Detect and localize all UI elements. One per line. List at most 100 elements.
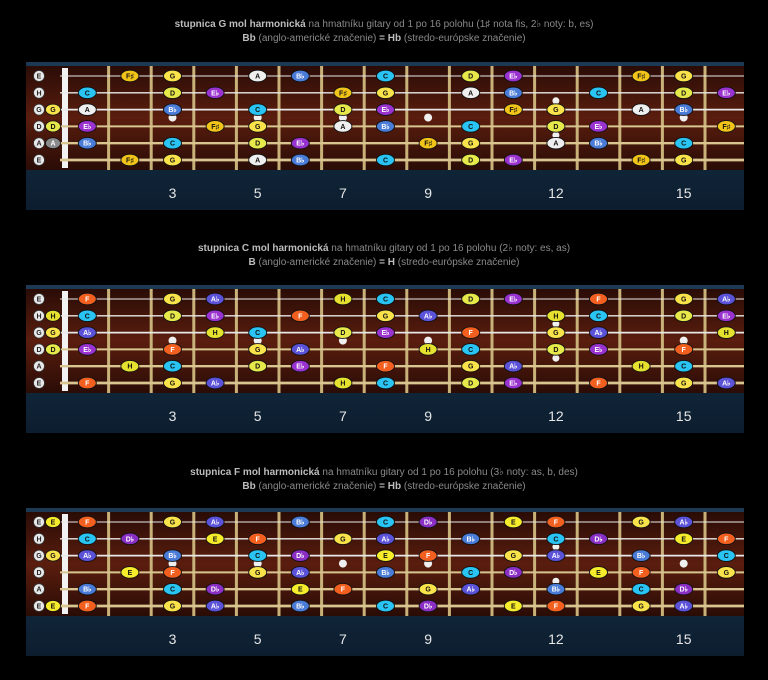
fret-wire bbox=[192, 289, 196, 393]
note-marker bbox=[716, 566, 736, 579]
notation-equals: = bbox=[379, 481, 385, 492]
notation-text-b: (stredo-európske značenie) bbox=[401, 481, 526, 492]
notation-text-a: (anglo-americké značenie) bbox=[255, 481, 380, 492]
note-label: F bbox=[170, 570, 175, 577]
note-label: A♭ bbox=[424, 312, 432, 320]
note-marker bbox=[77, 599, 97, 613]
note-marker bbox=[461, 376, 481, 390]
fret-wire bbox=[405, 66, 409, 170]
note-label: D bbox=[468, 158, 473, 165]
string-name-marker bbox=[33, 600, 45, 612]
string-name-label: E bbox=[37, 158, 42, 165]
note-label: G bbox=[638, 520, 644, 527]
note-marker bbox=[163, 136, 182, 150]
note-marker bbox=[163, 515, 182, 529]
note-marker bbox=[503, 69, 523, 83]
note-marker bbox=[248, 359, 268, 373]
note-marker bbox=[631, 566, 651, 579]
note-marker bbox=[418, 549, 438, 562]
notation-text-b: (stredo-európske značenie) bbox=[401, 33, 526, 44]
fret-wire bbox=[660, 512, 664, 616]
note-label: F bbox=[682, 347, 687, 354]
fret-wire bbox=[490, 289, 494, 393]
note-marker bbox=[716, 120, 736, 133]
note-label: E♭ bbox=[83, 123, 91, 131]
note-marker bbox=[674, 69, 694, 83]
inlay-dot bbox=[679, 336, 688, 345]
fret-number-label: 15 bbox=[676, 631, 692, 647]
note-marker bbox=[205, 309, 225, 323]
note-label: E bbox=[511, 604, 516, 611]
note-label: F bbox=[469, 330, 474, 337]
string-name-label: E bbox=[37, 604, 42, 611]
notation-central: H bbox=[387, 257, 395, 268]
note-marker bbox=[546, 343, 566, 356]
open-note-marker bbox=[45, 549, 61, 562]
inlay-dot bbox=[168, 336, 177, 345]
note-marker bbox=[674, 582, 694, 596]
note-label: E♭ bbox=[509, 380, 517, 388]
string-name-label: H bbox=[36, 536, 41, 543]
note-label: G bbox=[170, 381, 176, 388]
note-label: F bbox=[341, 587, 346, 594]
fret-wire bbox=[533, 512, 537, 616]
fret-wire bbox=[405, 512, 409, 616]
notation-anglo: B bbox=[248, 257, 256, 268]
note-label: C bbox=[468, 124, 473, 131]
note-label: G bbox=[511, 553, 517, 560]
notation-anglo: Bb bbox=[242, 481, 256, 492]
note-label: F bbox=[85, 381, 90, 388]
scale-title-3: stupnica F mol harmonická na hmatníku gi… bbox=[0, 466, 768, 494]
fret-wire bbox=[107, 66, 111, 170]
open-note-label: D bbox=[50, 347, 55, 354]
note-marker bbox=[546, 515, 566, 529]
note-label: C bbox=[383, 381, 388, 388]
guitar-nut bbox=[62, 514, 68, 614]
note-marker bbox=[77, 309, 97, 323]
note-label: C bbox=[383, 520, 388, 527]
note-label: C bbox=[170, 141, 175, 148]
fret-number-label: 12 bbox=[548, 408, 564, 424]
fret-number-label: 3 bbox=[169, 185, 177, 201]
note-label: B♭ bbox=[509, 89, 517, 97]
fret-wire bbox=[533, 289, 537, 393]
note-marker bbox=[163, 376, 182, 390]
note-label: F bbox=[554, 604, 559, 611]
string-name-label: E bbox=[37, 74, 42, 81]
string-name-marker bbox=[33, 377, 45, 389]
guitar-nut bbox=[62, 68, 68, 168]
string-name-marker bbox=[33, 154, 45, 166]
note-label: D♭ bbox=[296, 552, 304, 560]
note-marker bbox=[503, 549, 523, 562]
note-marker bbox=[333, 582, 353, 596]
note-marker bbox=[376, 86, 395, 100]
fret-wire bbox=[660, 66, 664, 170]
fretboard-wood bbox=[26, 512, 744, 616]
note-label: D bbox=[468, 381, 473, 388]
note-label: B♭ bbox=[83, 586, 91, 594]
note-marker bbox=[546, 599, 566, 613]
note-label: A♭ bbox=[680, 603, 688, 611]
note-label: E bbox=[383, 553, 388, 560]
fret-wire bbox=[277, 512, 281, 616]
note-marker bbox=[674, 343, 694, 356]
note-label: A bbox=[639, 107, 644, 114]
inlay-dot bbox=[552, 577, 560, 585]
note-marker bbox=[248, 549, 268, 562]
note-marker bbox=[589, 566, 608, 579]
string-name-label: D bbox=[36, 124, 41, 131]
inlay-dot bbox=[552, 97, 560, 105]
fret-wire bbox=[490, 66, 494, 170]
note-label: G bbox=[170, 74, 176, 81]
note-label: F bbox=[383, 364, 388, 371]
note-label: A♭ bbox=[381, 535, 389, 543]
note-label: C bbox=[255, 553, 260, 560]
note-marker bbox=[589, 292, 608, 306]
note-marker bbox=[290, 343, 310, 356]
note-label: F♯ bbox=[126, 74, 134, 81]
note-marker bbox=[461, 326, 481, 339]
note-marker bbox=[716, 309, 736, 323]
note-marker bbox=[461, 86, 481, 100]
string-name-label: H bbox=[36, 313, 41, 320]
